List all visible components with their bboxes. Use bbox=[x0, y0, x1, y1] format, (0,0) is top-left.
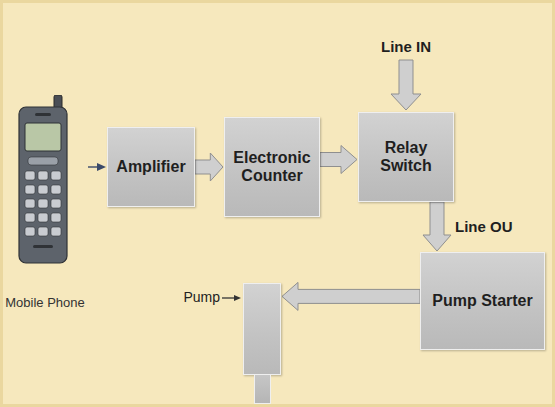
phone-key bbox=[38, 213, 48, 222]
phone-key bbox=[38, 171, 48, 180]
phone-key bbox=[38, 199, 48, 208]
block-arrow bbox=[195, 153, 223, 181]
phone-nav-key bbox=[28, 157, 58, 165]
phone-key bbox=[38, 227, 48, 236]
process-box: Electronic Counter bbox=[224, 117, 320, 217]
phone-body bbox=[19, 107, 67, 263]
box-text-group: Pump Starter bbox=[432, 292, 532, 310]
phone-key bbox=[25, 185, 35, 194]
phone-key bbox=[25, 227, 35, 236]
process-box: Pump Starter bbox=[420, 252, 545, 350]
line-label: Line IN bbox=[381, 38, 431, 55]
block-arrow bbox=[282, 282, 420, 310]
box-text: Relay Switch bbox=[365, 139, 447, 176]
pump-leader-head bbox=[234, 295, 241, 301]
phone-key bbox=[38, 185, 48, 194]
box-text-group: Amplifier bbox=[116, 158, 185, 176]
box-text: Amplifier bbox=[116, 158, 185, 176]
node-caption: Mobile Phone bbox=[0, 295, 92, 310]
phone-screen bbox=[25, 123, 61, 151]
edge-label: Line OU bbox=[455, 218, 513, 235]
pump-leader-line bbox=[222, 297, 236, 298]
box-text: Electronic Counter bbox=[231, 149, 313, 186]
signal-line bbox=[88, 166, 98, 167]
phone-key bbox=[51, 227, 61, 236]
pump-label: Pump bbox=[183, 289, 220, 305]
box-text-group: Electronic Counter bbox=[231, 149, 313, 186]
block-arrow bbox=[320, 146, 357, 174]
phone-key bbox=[51, 171, 61, 180]
phone-key bbox=[25, 213, 35, 222]
process-box: Amplifier bbox=[107, 127, 195, 207]
line-in-arrow bbox=[391, 60, 421, 110]
phone-mic bbox=[33, 245, 53, 248]
process-box: Relay Switch bbox=[358, 112, 454, 202]
box-text: Pump Starter bbox=[432, 292, 532, 310]
block-arrow bbox=[423, 202, 451, 251]
phone-key bbox=[51, 185, 61, 194]
block-arrow-shape bbox=[423, 202, 451, 251]
phone-key bbox=[51, 199, 61, 208]
block-arrow-shape bbox=[282, 282, 420, 310]
box-text-group: Relay Switch bbox=[365, 139, 447, 176]
phone-node: Mobile Phone bbox=[2, 95, 88, 310]
pump-body: Pump bbox=[243, 283, 281, 375]
block-arrow-shape bbox=[195, 153, 223, 181]
phone-key bbox=[25, 199, 35, 208]
phone-key bbox=[51, 213, 61, 222]
pump-pipe bbox=[254, 374, 271, 404]
arrow-head bbox=[97, 163, 106, 171]
phone-earpiece bbox=[35, 113, 51, 116]
phone-illustration bbox=[16, 95, 72, 267]
block-arrow-shape bbox=[320, 146, 357, 174]
phone-key bbox=[25, 171, 35, 180]
signal-arrow bbox=[88, 163, 106, 171]
